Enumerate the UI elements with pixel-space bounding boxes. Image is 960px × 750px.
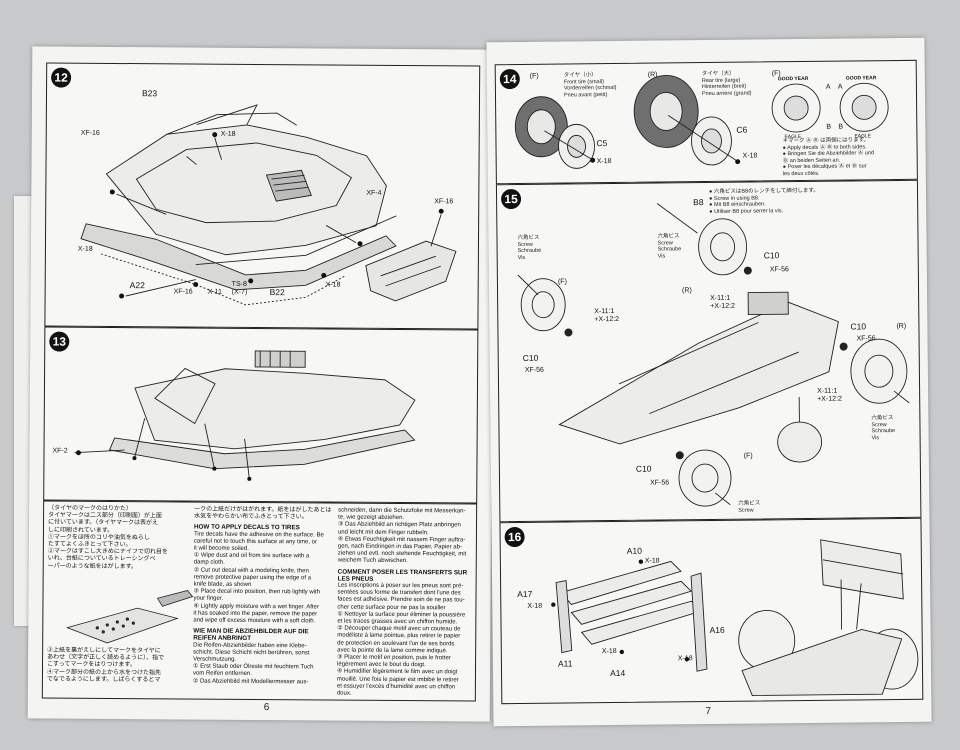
tire-brand-b: GOOD YEAR	[845, 75, 877, 82]
part-label-x18-c: X-18	[601, 647, 617, 656]
decal-fr-line: doux.	[336, 690, 352, 697]
part-label-x18: X-18	[644, 557, 660, 565]
part-label-x11-b: X-11:1	[594, 307, 615, 316]
step-14-diagram	[514, 74, 889, 169]
page-number-right: 7	[705, 705, 712, 718]
decal-letter-a-2: A	[837, 83, 843, 91]
decal-note-line: les deux côtés.	[782, 170, 820, 177]
front-tire-label: タイヤ（小） Front tire (small) Vorderreifen (…	[564, 72, 634, 99]
part-label-c10-b: C10	[522, 352, 539, 363]
decal-fr-heading: COMMENT POSER LES TRANSFERTS SUR LES PNE…	[337, 568, 468, 583]
decal-de-line: weichem Tuch abwischen.	[337, 557, 408, 565]
decal-note: ＊マーク Ⓐ Ⓑ は両側にはります。 ● Apply decals Ⓐ Ⓑ to…	[782, 137, 912, 177]
part-label-b8: B8	[693, 197, 704, 208]
part-label-a11: A11	[557, 658, 573, 669]
step-14-panel: 14 (F) (R) (F) タイヤ（小	[494, 59, 918, 185]
part-label-xf16-c: XF-16	[173, 288, 193, 296]
decal-fr-column: schneiden, dann die Schutzfolie mit Mess…	[337, 508, 472, 699]
decal-letter-b: B	[826, 123, 832, 131]
part-label-a10: A10	[626, 545, 642, 556]
part-label-x11-c: X-11:1	[817, 387, 838, 395]
screw-label-2: 六角ビス Screw Schraube Vis	[657, 233, 697, 259]
decal-letter-a: A	[825, 83, 831, 91]
decal-jp-line: でなでるようにします。しばらくするとマ	[46, 676, 161, 684]
part-label-c10-d: C10	[635, 463, 652, 474]
part-label-x18-b: X-18	[742, 152, 758, 160]
decal-en-jp-top: ークの上紙だけがはがれます。紙をはがしたあとは水気をやわらかい布でふきとって下さ…	[194, 506, 332, 521]
left-page: 12	[27, 46, 495, 722]
mark-f: (F)	[557, 278, 567, 286]
part-label-b22: B22	[269, 287, 285, 298]
part-label-xf16-b: XF-16	[434, 198, 454, 206]
step-12-panel: 12	[44, 62, 481, 330]
part-label-a16: A16	[709, 624, 725, 636]
part-label-xf56-c: XF-56	[856, 335, 876, 343]
front-mark: (F)	[529, 72, 539, 80]
screw-label-4: 六角ビス Screw	[738, 500, 778, 513]
part-label-x18-b: X-18	[77, 245, 93, 253]
part-label-xf56: XF-56	[769, 266, 789, 274]
decal-de-heading: WIE MAN DIE ABZIEHBILDER AUF DIE REIFEN …	[193, 627, 309, 643]
right-page: 14 (F) (R) (F) タイヤ（小	[486, 37, 932, 727]
part-label-xf16: XF-16	[80, 129, 100, 137]
part-label-xf4: XF-4	[366, 189, 382, 197]
step-15-panel: 15	[495, 179, 922, 523]
part-label-x12-c: +X-12:2	[817, 395, 842, 403]
step-16-diagram	[551, 539, 919, 697]
part-label-a22: A22	[129, 280, 145, 291]
part-label-x18-c: X-18	[325, 281, 341, 289]
part-label-a17: A17	[517, 588, 533, 600]
decal-en-column: ークの上紙だけがはがれます。紙をはがしたあとは水気をやわらかい布でふきとって下さ…	[193, 507, 332, 687]
part-label-x7: (X-7)	[231, 288, 248, 296]
part-label-x11: X-11	[207, 288, 222, 296]
mark-f-2: (F)	[743, 452, 753, 460]
step-13-diagram	[74, 350, 416, 481]
decal-jp-line: ーパーのような紙をはがします。	[47, 563, 138, 570]
decal-de-line: ② Das Abziehbild mit Modelliermesser aus…	[192, 678, 309, 686]
decal-instructions-panel: （タイヤのマークのはりかた） タイヤマークは二ス部分（印刷面）が上面 に付いてい…	[41, 500, 478, 702]
rear-tire-label-line: Pneu arrière (grand)	[701, 90, 752, 97]
page-number-left: 6	[263, 702, 270, 714]
decal-tire-illustration	[66, 590, 194, 644]
step-16-panel: 16 A10 X-18 A17 X-18 A16 A11	[499, 517, 924, 705]
part-label-b23: B23	[141, 88, 158, 99]
decal-fr-line: et essuyer l'excès d'humidité avec un ch…	[336, 683, 456, 691]
rear-tire-label: タイヤ（大） Rear tire (large) Hinterreifen (b…	[702, 70, 772, 97]
part-label-x11: X-11:1	[710, 294, 731, 302]
step-13-panel: 13 XF-2	[43, 326, 479, 504]
part-label-x12-b: +X-12:2	[594, 315, 620, 324]
part-label-xf2: XF-2	[52, 447, 68, 455]
part-label-c10-c: C10	[850, 321, 867, 332]
screw-label-line: Vis	[517, 254, 526, 261]
screw-label-line: Screw	[738, 507, 754, 514]
screw-label-line: Vis	[871, 434, 880, 441]
part-label-c10: C10	[763, 250, 780, 261]
part-label-xf56-b: XF-56	[524, 366, 544, 374]
front-tire-label-line: Pneu avant (petit)	[563, 91, 608, 99]
step-15-diagram	[517, 203, 910, 507]
rear-mark: (R)	[647, 71, 658, 79]
part-label-c6: C6	[736, 124, 748, 135]
decal-letter-b-2: B	[838, 123, 844, 131]
part-label-a14: A14	[609, 667, 626, 679]
screw-note: ● 六角ビスはB8のレンチをして締付します。 ● Screw in using …	[709, 187, 859, 215]
decal-jp-column: （タイヤのマークのはりかた） タイヤマークは二ス部分（印刷面）が上面 に付いてい…	[48, 506, 188, 572]
screw-label-1: 六角ビス Screw Schraube Vis	[517, 235, 557, 261]
screw-label-3: 六角ビス Screw Schraube Vis	[871, 415, 911, 441]
screw-label-line: Vis	[657, 252, 666, 260]
step-12-diagram	[80, 104, 457, 306]
mark-r: (R)	[682, 287, 692, 295]
mark-r-2: (R)	[896, 322, 907, 331]
part-label-c5: C5	[596, 138, 608, 149]
part-label-x18-b: X-18	[527, 602, 543, 610]
part-label-ts8: TS-8	[231, 280, 247, 288]
part-label-x18: X-18	[220, 130, 236, 138]
decal-jp-column-2: ③上紙を裏がえしにしてマークをタイヤに あわせ（文字が正しく読めるように）、指で…	[47, 648, 187, 685]
tire-brand: GOOD YEAR	[777, 75, 809, 83]
part-label-x18-d: X-18	[677, 655, 693, 663]
part-label-x12: +X-12:2	[710, 302, 735, 310]
part-label-xf56-d: XF-56	[650, 479, 670, 487]
decal-en-line: and wipe off excess moisture with a soft…	[193, 617, 316, 625]
part-label-x18: X-18	[596, 158, 612, 166]
